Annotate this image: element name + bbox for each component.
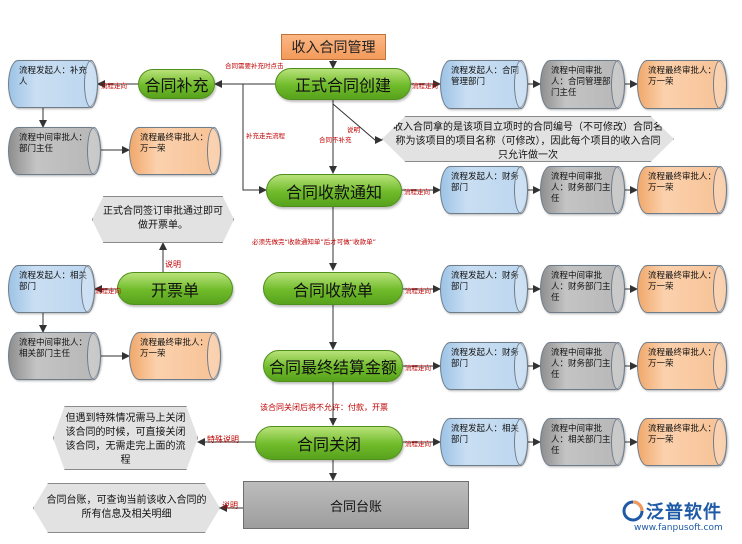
supplement-final-approver: 流程最终审批人：万一荣 [129,127,221,175]
create-mid-approver: 流程中间审批人：合同管理部门主任 [540,60,625,109]
notice-initiator: 流程发起人：财务部门 [440,166,528,214]
flow-label-final: 流程走向 [405,364,431,372]
stage-supplement[interactable]: 合同补充 [138,69,215,99]
stage-invoice[interactable]: 开票单 [117,272,233,305]
after-supplement-label: 补充走完流程 [246,132,285,140]
supplement-mid-approver: 流程中间审批人：部门主任 [8,127,101,175]
stage-final-amount[interactable]: 合同最终结算金额 [263,350,403,382]
need-supplement-label: 合同需要补充时点击 [225,62,284,70]
close-mid-approver: 流程中间审批人：相关部门主任 [540,418,625,466]
stage-receipt[interactable]: 合同收款单 [263,272,403,305]
stage-close[interactable]: 合同关闭 [255,426,403,460]
create-note: 收入合同拿的是该项目立项时的合同编号（不可修改）合同名称为该项目的项目名称（可修… [382,116,674,162]
invoice-initiator: 流程发起人：相关部门 [8,265,95,313]
close-final-approver: 流程最终审批人：万一荣 [637,418,727,466]
close-note: 但遇到特殊情况需马上关闭该合同的时候，可直接关闭该合同，无需走完上面的流程 [53,406,198,470]
receipt-final-approver: 流程最终审批人：万一荣 [637,265,727,313]
flow-label-invoice: 流程走向 [95,287,121,295]
invoice-mid-approver: 流程中间审批人：相关部门主任 [8,332,101,380]
flow-label-supplement: 流程走向 [101,82,127,90]
logo-name: 泛普软件 [646,502,722,523]
logo-url: www.fanpusoft.com [634,523,723,533]
special-label: 特殊说明 [207,435,239,444]
receipt-mid-approver: 流程中间审批人：财务部门主任 [540,265,625,313]
supplement-initiator: 流程发起人：补充人 [8,60,98,108]
notice-mid-approver: 流程中间审批人：财务部门主任 [540,166,625,214]
flow-label-receipt: 流程走向 [405,287,431,295]
notice-final-approver: 流程最终审批人：万一荣 [637,166,727,214]
create-initiator: 流程发起人：合同管理部门 [440,60,528,109]
ledger-note: 合同台账，可查询当前该收入合同的所有信息及相关明细 [33,483,220,533]
explain-label-ledger: 说明 [222,501,238,510]
explain-label-create: 说明 [347,126,360,134]
close-initiator: 流程发起人：相关部门 [440,418,528,466]
brand-logo: 泛普软件 www.fanpusoft.com [622,498,734,538]
flow-label-create: 流程走向 [412,82,438,90]
create-final-approver: 流程最终审批人：万一荣 [637,60,727,109]
stage-ledger[interactable]: 合同台账 [243,481,469,529]
receipt-initiator: 流程发起人：财务部门 [440,265,528,313]
final-initiator: 流程发起人：财务部门 [440,342,528,390]
must-first-label: 必须先做完“收款通知单”后才可做“收款单” [252,238,376,246]
stage-create[interactable]: 正式合同创建 [275,68,411,100]
stage-notice[interactable]: 合同收款通知 [266,174,402,207]
closed-rule-label: 该合同关闭后将不允许：付款，开票 [260,403,388,412]
flow-label-close: 流程走向 [405,440,431,448]
final-final-approver: 流程最终审批人：万一荣 [637,342,727,390]
page-title: 收入合同管理 [281,34,386,60]
invoice-note: 正式合同签订审批通过即可做开票单。 [92,196,234,243]
no-supplement-label: 合同不补充 [319,136,352,144]
invoice-final-approver: 流程最终审批人：万一荣 [129,332,221,380]
final-mid-approver: 流程中间审批人：财务部门主任 [540,342,625,390]
explain-label-invoice: 说明 [165,260,181,269]
logo-icon [622,500,644,522]
flow-label-notice: 流程走向 [404,188,430,196]
